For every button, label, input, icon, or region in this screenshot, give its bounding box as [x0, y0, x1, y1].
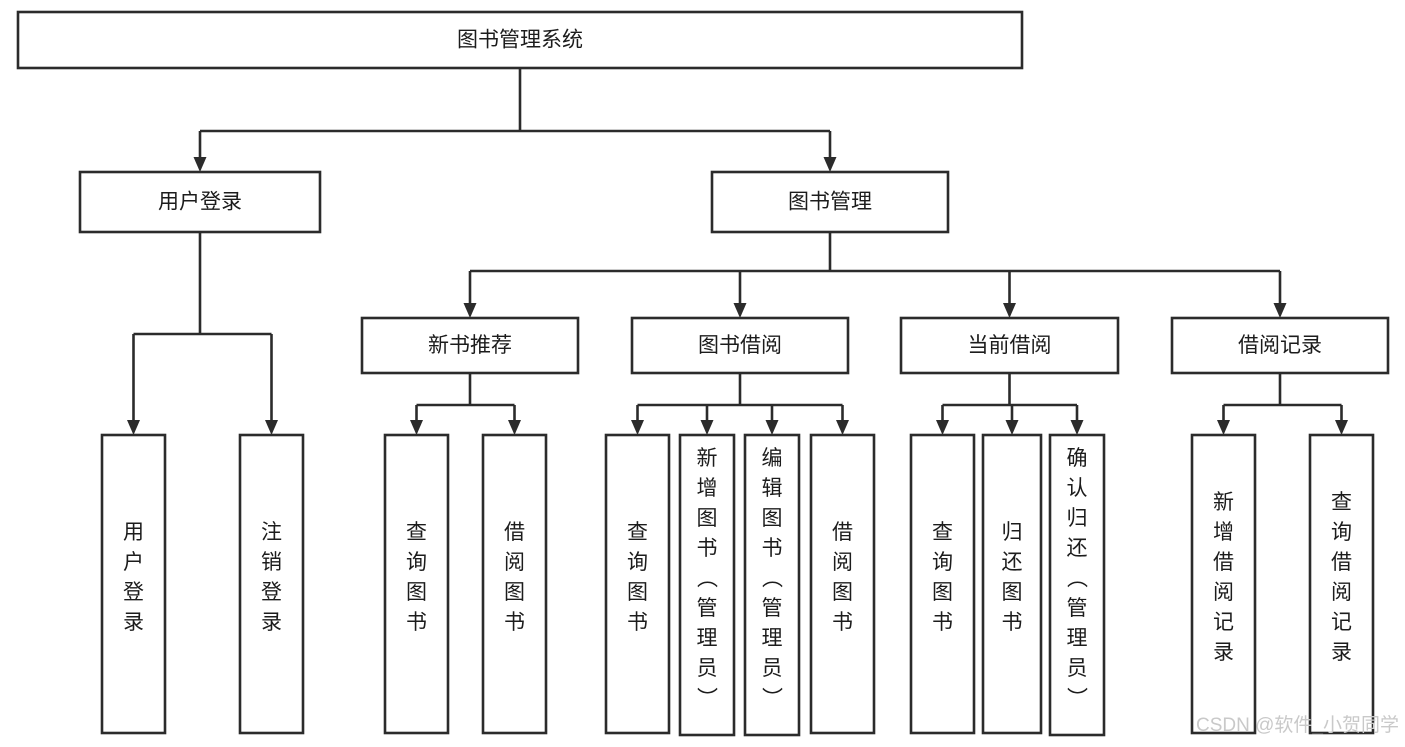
node-box[interactable] — [78, 170, 322, 234]
node-label: 当前借阅 — [968, 334, 1052, 357]
arrow-head-icon — [193, 157, 207, 172]
node-box[interactable] — [981, 433, 1043, 735]
node-leaf-logout[interactable]: 注销登录 — [238, 433, 305, 735]
node-box[interactable] — [100, 433, 167, 735]
watermark-label: CSDN @软件_小贺同学 — [1196, 714, 1399, 736]
node-layer: 图书管理系统用户登录图书管理新书推荐图书借阅当前借阅借阅记录用户登录注销登录查询… — [16, 10, 1390, 737]
node-label: 用户登录 — [123, 521, 144, 634]
node-box[interactable] — [16, 10, 1024, 70]
node-box[interactable] — [1308, 433, 1375, 735]
node-label: 归还图书 — [1002, 521, 1023, 634]
node-leaf-add-book[interactable]: 新增图书（管理员） — [678, 433, 736, 737]
arrow-head-icon — [265, 420, 278, 435]
node-label: 确认归还（管理员） — [1067, 447, 1089, 710]
node-box[interactable] — [238, 433, 305, 735]
arrow-head-icon — [631, 420, 644, 435]
arrow-head-icon — [463, 303, 477, 318]
node-new-book-recommend[interactable]: 新书推荐 — [360, 316, 580, 375]
node-leaf-borrow-book-2[interactable]: 借阅图书 — [809, 433, 876, 735]
node-current-borrow[interactable]: 当前借阅 — [899, 316, 1120, 375]
node-box[interactable] — [481, 433, 548, 735]
connector-layer — [127, 68, 1348, 435]
node-box[interactable] — [710, 170, 950, 234]
node-leaf-query-book-2[interactable]: 查询图书 — [604, 433, 671, 735]
arrow-head-icon — [127, 420, 140, 435]
node-box[interactable] — [678, 433, 736, 737]
arrow-head-icon — [1335, 420, 1348, 435]
arrow-head-icon — [936, 420, 949, 435]
connector-group-book-borrow — [631, 373, 849, 435]
node-leaf-borrow-book-1[interactable]: 借阅图书 — [481, 433, 548, 735]
connector-group-borrow-record — [1217, 373, 1348, 435]
node-box[interactable] — [383, 433, 450, 735]
arrow-head-icon — [765, 420, 779, 435]
node-leaf-query-book-3[interactable]: 查询图书 — [909, 433, 976, 735]
node-label: 图书管理系统 — [457, 29, 583, 52]
node-label: 查询图书 — [932, 521, 953, 634]
node-label: 新书推荐 — [428, 334, 512, 357]
node-box[interactable] — [360, 316, 580, 375]
arrow-head-icon — [1070, 420, 1084, 435]
node-label: 编辑图书（管理员） — [762, 447, 784, 710]
node-label: 图书借阅 — [698, 334, 782, 357]
arrow-head-icon — [1217, 420, 1230, 435]
node-book-manage[interactable]: 图书管理 — [710, 170, 950, 234]
connector-group-new-book-recommend — [410, 373, 521, 435]
node-book-borrow[interactable]: 图书借阅 — [630, 316, 850, 375]
arrow-head-icon — [733, 303, 747, 318]
node-label: 借阅图书 — [504, 521, 525, 634]
arrow-head-icon — [508, 420, 521, 435]
arrow-head-icon — [836, 420, 849, 435]
node-box[interactable] — [909, 433, 976, 735]
node-label: 借阅图书 — [832, 521, 853, 634]
node-label: 新增借阅记录 — [1213, 491, 1234, 664]
connector-group-book-manage — [463, 232, 1287, 318]
node-label: 借阅记录 — [1238, 334, 1322, 357]
node-borrow-record[interactable]: 借阅记录 — [1170, 316, 1390, 375]
node-label: 图书管理 — [788, 191, 872, 214]
node-label: 查询图书 — [406, 521, 427, 634]
node-box[interactable] — [899, 316, 1120, 375]
node-leaf-return-book[interactable]: 归还图书 — [981, 433, 1043, 735]
node-box[interactable] — [630, 316, 850, 375]
node-user-login[interactable]: 用户登录 — [78, 170, 322, 234]
node-leaf-add-record[interactable]: 新增借阅记录 — [1190, 433, 1257, 735]
node-box[interactable] — [1170, 316, 1390, 375]
node-box[interactable] — [604, 433, 671, 735]
node-leaf-edit-book[interactable]: 编辑图书（管理员） — [743, 433, 801, 737]
arrow-head-icon — [1003, 303, 1016, 318]
node-label: 新增图书（管理员） — [697, 447, 719, 710]
node-leaf-confirm-return[interactable]: 确认归还（管理员） — [1048, 433, 1106, 737]
arrow-head-icon — [410, 420, 423, 435]
node-root[interactable]: 图书管理系统 — [16, 10, 1024, 70]
connector-group-root — [193, 68, 837, 172]
connector-group-current-borrow — [936, 373, 1084, 435]
arrow-head-icon — [1273, 303, 1287, 318]
arrow-head-icon — [823, 157, 837, 172]
arrow-head-icon — [1005, 420, 1019, 435]
node-label: 查询借阅记录 — [1331, 491, 1352, 664]
node-label: 查询图书 — [627, 521, 648, 634]
node-box[interactable] — [809, 433, 876, 735]
node-leaf-query-record[interactable]: 查询借阅记录 — [1308, 433, 1375, 735]
node-box[interactable] — [1048, 433, 1106, 737]
node-leaf-user-login[interactable]: 用户登录 — [100, 433, 167, 735]
node-leaf-query-book-1[interactable]: 查询图书 — [383, 433, 450, 735]
node-box[interactable] — [743, 433, 801, 737]
arrow-head-icon — [700, 420, 714, 435]
connector-group-user-login — [127, 232, 278, 435]
node-label: 用户登录 — [158, 191, 242, 214]
node-box[interactable] — [1190, 433, 1257, 735]
node-label: 注销登录 — [261, 521, 282, 634]
